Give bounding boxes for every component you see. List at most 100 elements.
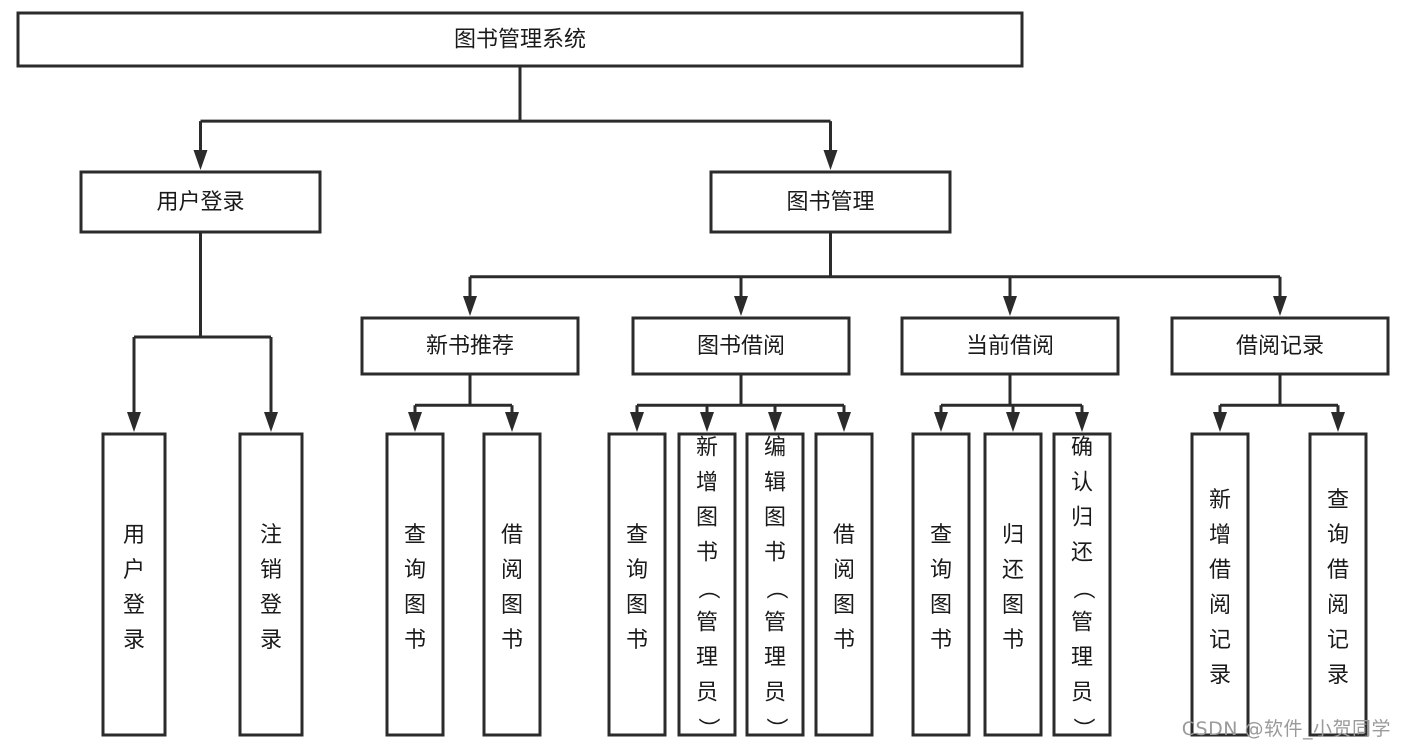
arrow-head-icon bbox=[934, 412, 948, 432]
node-label-char: 书 bbox=[696, 541, 718, 566]
node-label-char: 管 bbox=[1071, 611, 1093, 636]
node-box-root bbox=[16, 11, 1024, 68]
node-label-char: 书 bbox=[404, 628, 426, 653]
arrow-head-icon bbox=[1213, 412, 1227, 432]
node-label-char: 管 bbox=[696, 611, 718, 636]
node-label-char: 图 bbox=[833, 593, 855, 618]
node-label-char: ） bbox=[1070, 717, 1095, 739]
connector-record-to-leaves bbox=[1213, 374, 1345, 432]
node-box-book-borrow bbox=[631, 316, 851, 376]
node-user-login[interactable]: 用户登录 bbox=[79, 170, 322, 234]
node-label-char: （ bbox=[763, 577, 788, 599]
node-label-char: 图 bbox=[930, 593, 952, 618]
node-label-char: 书 bbox=[930, 628, 952, 653]
node-label-char: 用 bbox=[123, 523, 145, 548]
node-label-char: 书 bbox=[626, 628, 648, 653]
node-label-char: 增 bbox=[1209, 523, 1231, 548]
node-layer: 图书管理系统用户登录图书管理新书推荐图书借阅当前借阅借阅记录用户登录注销登录查询… bbox=[16, 11, 1390, 740]
node-book-borrow[interactable]: 图书借阅 bbox=[631, 316, 851, 376]
node-label-char: 阅 bbox=[833, 558, 855, 583]
node-label-char: 理 bbox=[696, 646, 718, 671]
node-label-char: 员 bbox=[764, 681, 786, 706]
node-label-char: 借 bbox=[501, 523, 523, 548]
node-label-char: 还 bbox=[1002, 558, 1024, 583]
arrow-head-icon bbox=[1003, 296, 1017, 316]
arrow-head-icon bbox=[1273, 296, 1287, 316]
node-label-borrow-record: 借阅记录 bbox=[1236, 334, 1324, 359]
node-box-current-borrow bbox=[900, 316, 1120, 376]
node-box-leaf-query-book-3 bbox=[911, 432, 971, 737]
arrow-head-icon bbox=[1075, 412, 1089, 432]
node-label-char: 增 bbox=[696, 471, 718, 496]
node-current-borrow[interactable]: 当前借阅 bbox=[900, 316, 1120, 376]
node-label-book-management: 图书管理 bbox=[786, 190, 874, 215]
node-box-leaf-query-book-1 bbox=[385, 432, 445, 737]
arrow-head-icon bbox=[193, 150, 208, 170]
node-root[interactable]: 图书管理系统 bbox=[16, 11, 1024, 68]
node-label-char: 记 bbox=[1209, 628, 1231, 653]
connector-borrow-to-leaves bbox=[630, 374, 851, 432]
node-label-char: 登 bbox=[123, 593, 145, 618]
node-book-management[interactable]: 图书管理 bbox=[709, 170, 952, 234]
node-label-char: 注 bbox=[260, 523, 282, 548]
node-label-char: 阅 bbox=[1209, 593, 1231, 618]
node-label-char: 图 bbox=[501, 593, 523, 618]
node-label-char: 借 bbox=[1209, 558, 1231, 583]
node-label-char: （ bbox=[695, 577, 720, 599]
node-label-char: 销 bbox=[260, 558, 282, 583]
arrow-head-icon bbox=[1331, 412, 1345, 432]
node-label-char: 理 bbox=[764, 646, 786, 671]
node-label-char: 管 bbox=[764, 611, 786, 636]
node-box-leaf-logout-login bbox=[238, 432, 304, 737]
node-box-book-management bbox=[709, 170, 952, 234]
node-label-char: 登 bbox=[260, 593, 282, 618]
arrow-head-icon bbox=[823, 150, 838, 170]
node-box-leaf-borrow-book-1 bbox=[482, 432, 542, 737]
node-label-char: 询 bbox=[1327, 523, 1349, 548]
node-label-char: 询 bbox=[626, 558, 648, 583]
node-label-char: 辑 bbox=[764, 471, 786, 496]
node-leaf-user-login[interactable]: 用户登录 bbox=[101, 432, 167, 737]
connector-userlogin-to-leaves bbox=[127, 232, 278, 432]
node-label-char: 录 bbox=[123, 628, 145, 653]
node-label-char: 书 bbox=[501, 628, 523, 653]
node-label-char: 记 bbox=[1327, 628, 1349, 653]
node-label-char: 新 bbox=[1209, 488, 1231, 513]
node-box-leaf-edit-book bbox=[745, 432, 805, 737]
node-label-char: 查 bbox=[626, 523, 648, 548]
node-label-root: 图书管理系统 bbox=[454, 28, 586, 53]
connector-bookmgmt-to-level3 bbox=[463, 232, 1287, 316]
node-box-leaf-query-borrow-record bbox=[1308, 432, 1368, 737]
node-label-char: 户 bbox=[123, 558, 145, 583]
node-borrow-record[interactable]: 借阅记录 bbox=[1170, 316, 1390, 376]
node-label-char: 新 bbox=[696, 436, 718, 461]
arrow-head-icon bbox=[408, 412, 422, 432]
node-label-char: 认 bbox=[1071, 471, 1093, 496]
arrow-head-icon bbox=[505, 412, 519, 432]
node-label-char: 书 bbox=[1002, 628, 1024, 653]
node-label-char: 查 bbox=[1327, 488, 1349, 513]
node-box-leaf-add-borrow-record bbox=[1190, 432, 1250, 737]
node-box-leaf-confirm-return bbox=[1052, 432, 1112, 737]
node-label-user-login: 用户登录 bbox=[156, 190, 244, 215]
node-new-book-recommend[interactable]: 新书推荐 bbox=[360, 316, 580, 376]
node-label-char: 归 bbox=[1002, 523, 1024, 548]
node-label-char: 图 bbox=[1002, 593, 1024, 618]
node-label-char: 员 bbox=[696, 681, 718, 706]
node-label-char: 编 bbox=[764, 436, 786, 461]
arrow-head-icon bbox=[127, 412, 141, 432]
node-label-char: 图 bbox=[696, 506, 718, 531]
